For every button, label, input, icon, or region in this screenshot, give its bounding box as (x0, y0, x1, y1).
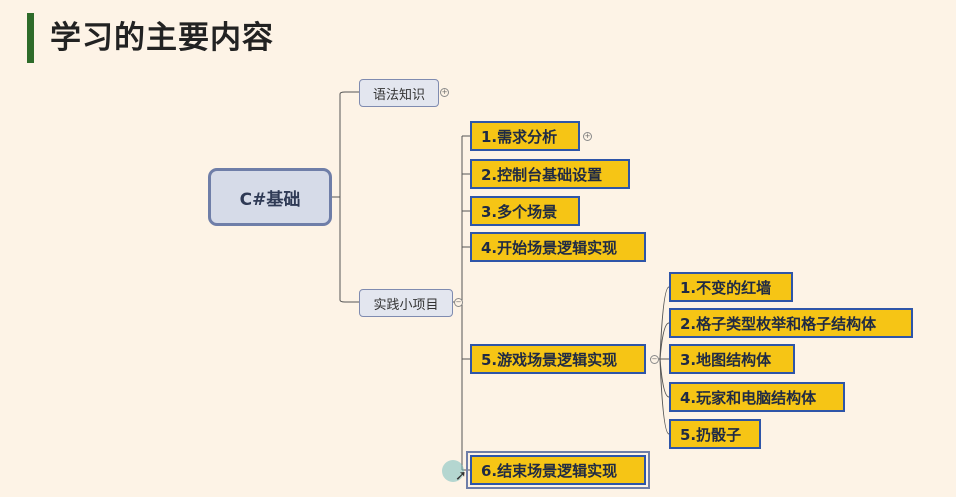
substep-5[interactable]: 5.扔骰子 (669, 419, 761, 449)
page-title: 学习的主要内容 (50, 20, 274, 56)
step-6[interactable]: 6.结束场景逻辑实现 (466, 451, 650, 489)
cursor-highlight (442, 460, 464, 482)
step-5[interactable]: 5.游戏场景逻辑实现 (470, 344, 646, 374)
expand-icon[interactable]: + (440, 88, 449, 97)
substep-4[interactable]: 4.玩家和电脑结构体 (669, 382, 845, 412)
mouse-cursor-icon: ➚ (455, 468, 467, 484)
title-accent-bar (27, 13, 34, 63)
step-4[interactable]: 4.开始场景逻辑实现 (470, 232, 646, 262)
expand-icon[interactable]: + (583, 132, 592, 141)
step-3[interactable]: 3.多个场景 (470, 196, 580, 226)
substep-1[interactable]: 1.不变的红墙 (669, 272, 793, 302)
substep-3[interactable]: 3.地图结构体 (669, 344, 795, 374)
branch-grammar[interactable]: 语法知识 (359, 79, 439, 107)
branch-practice[interactable]: 实践小项目 (359, 289, 453, 317)
collapse-icon[interactable]: − (650, 355, 659, 364)
step-2[interactable]: 2.控制台基础设置 (470, 159, 630, 189)
collapse-icon[interactable]: − (454, 298, 463, 307)
step-1[interactable]: 1.需求分析 (470, 121, 580, 151)
root-node[interactable]: C#基础 (208, 168, 332, 226)
substep-2[interactable]: 2.格子类型枚举和格子结构体 (669, 308, 913, 338)
